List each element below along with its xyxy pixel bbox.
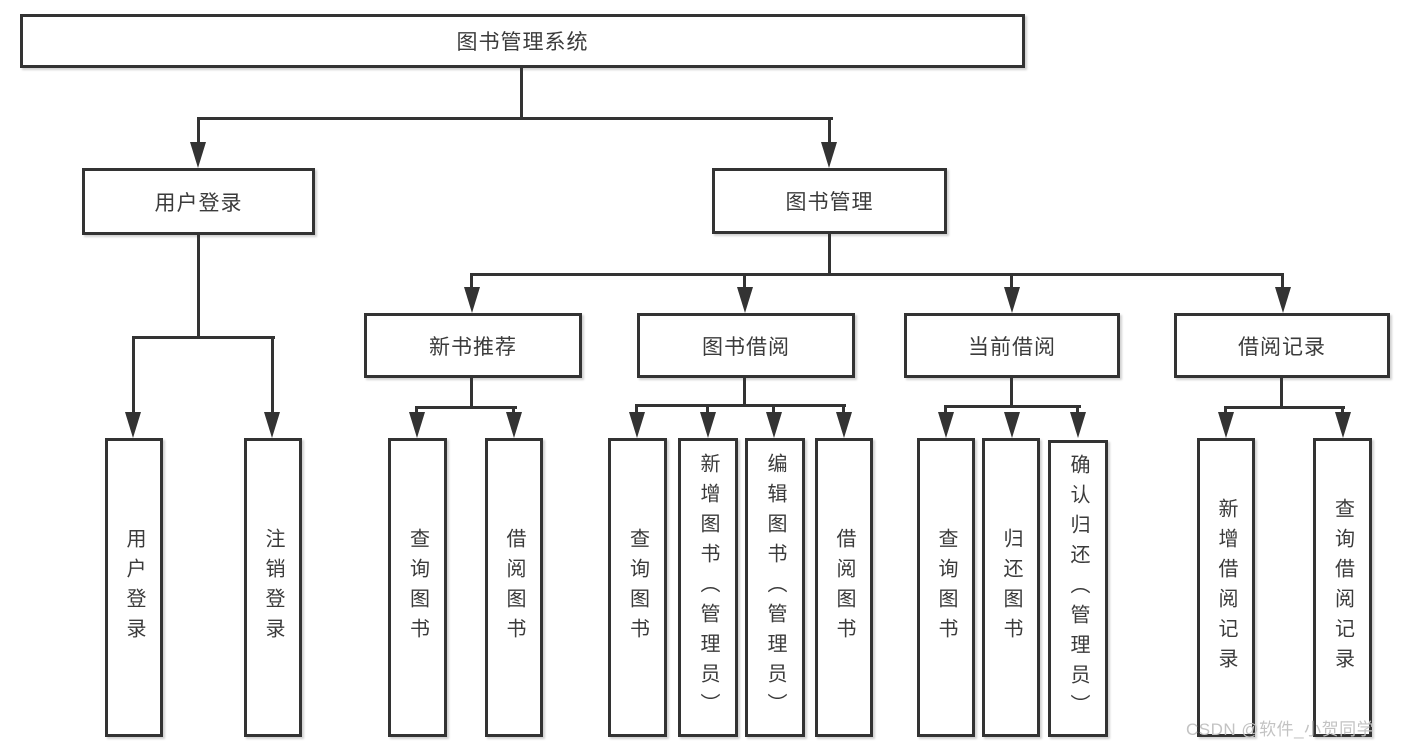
arrowhead-to-book-borrow <box>737 287 753 313</box>
leaf-cb-confirm-return-admin: 确认归还（管理员） <box>1048 440 1108 737</box>
arrowhead-to-current-borrow <box>1004 287 1020 313</box>
arrowhead-to-bb-add <box>700 412 716 438</box>
arrowhead-to-user-login <box>190 142 206 168</box>
connector-book-borrow-stem <box>743 378 746 405</box>
node-label: 图书管理 <box>785 191 874 214</box>
connector-book-mgmt-stem <box>828 234 831 276</box>
leaf-bb-add-books-admin: 新增图书（管理员） <box>678 438 738 737</box>
leaf-bb-borrow-books: 借阅图书 <box>815 438 873 737</box>
leaf-bb-query-books: 查询图书 <box>608 438 667 737</box>
arrowhead-to-rec-query <box>409 412 425 438</box>
arrowhead-to-book-mgmt <box>821 142 837 168</box>
connector-root-bar <box>197 117 833 120</box>
leaf-label: 用户登录 <box>123 527 145 648</box>
leaf-user-login: 用户登录 <box>105 438 163 737</box>
connector-drop <box>512 406 515 414</box>
connector-drop-borrow-records <box>1281 273 1284 289</box>
arrowhead-to-rec-borrow <box>506 412 522 438</box>
connector-drop-new-book-rec <box>470 273 473 289</box>
connector-current-borrow-bar <box>944 405 1081 408</box>
leaf-rec-borrow-books: 借阅图书 <box>485 438 543 737</box>
arrowhead-to-bb-query <box>629 412 645 438</box>
leaf-label: 新增借阅记录 <box>1215 497 1237 678</box>
csdn-watermark: CSDN @软件_小贺同学 <box>1186 720 1375 739</box>
connector-user-login-drop-2 <box>271 336 274 413</box>
connector-drop <box>1341 406 1344 413</box>
connector-drop <box>944 405 947 413</box>
arrowhead-to-cb-query <box>938 412 954 438</box>
node-book-borrow: 图书借阅 <box>637 313 855 378</box>
connector-drop <box>1224 406 1227 413</box>
arrowhead-to-cb-return <box>1004 412 1020 438</box>
connector-borrow-records-bar <box>1224 406 1345 409</box>
node-label: 借阅记录 <box>1238 335 1326 359</box>
connector-drop <box>706 404 709 413</box>
leaf-bb-edit-books-admin: 编辑图书（管理员） <box>745 438 805 737</box>
arrowhead-to-new-book-rec <box>464 287 480 313</box>
connector-new-book-rec-stem <box>470 378 473 407</box>
node-label: 图书管理系统 <box>456 31 589 54</box>
connector-drop <box>772 404 775 413</box>
leaf-cb-return-books: 归还图书 <box>982 438 1040 737</box>
node-label: 新书推荐 <box>429 335 517 359</box>
connector-drop <box>842 404 845 413</box>
arrowhead-to-br-add <box>1218 412 1234 438</box>
leaf-label: 借阅图书 <box>503 527 525 648</box>
arrowhead-to-user-login-leaf <box>125 412 141 438</box>
node-label: 图书借阅 <box>702 335 790 359</box>
arrowhead-to-borrow-records <box>1275 287 1291 313</box>
leaf-label: 确认归还（管理员） <box>1067 453 1089 724</box>
arrowhead-to-br-query <box>1335 412 1351 438</box>
leaf-br-query-record: 查询借阅记录 <box>1313 438 1372 737</box>
connector-book-borrow-bar <box>635 404 846 407</box>
leaf-logout: 注销登录 <box>244 438 302 737</box>
arrowhead-to-bb-edit <box>766 412 782 438</box>
connector-user-login-bar <box>132 336 275 339</box>
leaf-label: 注销登录 <box>262 527 284 648</box>
leaf-label: 查询图书 <box>406 527 429 648</box>
arrowhead-to-cb-confirm <box>1070 412 1086 438</box>
connector-borrow-records-stem <box>1280 378 1283 407</box>
arrowhead-to-bb-borrow <box>836 412 852 438</box>
node-new-book-rec: 新书推荐 <box>364 313 582 378</box>
connector-drop <box>1076 405 1079 413</box>
connector-drop-book-borrow <box>743 273 746 289</box>
leaf-rec-query-books: 查询图书 <box>388 438 447 737</box>
node-user-login: 用户登录 <box>82 168 315 235</box>
connector-drop <box>635 404 638 413</box>
connector-root-left-drop <box>197 117 200 144</box>
connector-current-borrow-stem <box>1010 378 1013 406</box>
leaf-cb-query-books: 查询图书 <box>917 438 975 737</box>
connector-user-login-stem <box>197 235 200 337</box>
connector-root-right-drop <box>828 117 831 144</box>
connector-new-book-rec-bar <box>415 406 517 409</box>
node-library-management-system: 图书管理系统 <box>20 14 1025 68</box>
leaf-label: 查询借阅记录 <box>1331 497 1354 678</box>
node-book-mgmt: 图书管理 <box>712 168 947 234</box>
leaf-label: 查询图书 <box>626 527 649 648</box>
arrowhead-to-logout-leaf <box>264 412 280 438</box>
leaf-label: 归还图书 <box>1000 527 1022 648</box>
node-label: 当前借阅 <box>968 335 1056 359</box>
node-current-borrow: 当前借阅 <box>904 313 1120 378</box>
connector-book-mgmt-bar <box>470 273 1284 276</box>
leaf-br-add-record: 新增借阅记录 <box>1197 438 1255 737</box>
node-label: 用户登录 <box>154 191 243 215</box>
leaf-label: 借阅图书 <box>833 527 855 648</box>
connector-drop <box>415 406 418 414</box>
leaf-label: 编辑图书（管理员） <box>764 452 786 723</box>
connector-user-login-drop-1 <box>132 336 135 413</box>
connector-drop-current-borrow <box>1010 273 1013 289</box>
connector-root-stem <box>520 68 523 117</box>
node-borrow-records: 借阅记录 <box>1174 313 1390 378</box>
leaf-label: 查询图书 <box>935 527 957 648</box>
leaf-label: 新增图书（管理员） <box>697 452 719 723</box>
